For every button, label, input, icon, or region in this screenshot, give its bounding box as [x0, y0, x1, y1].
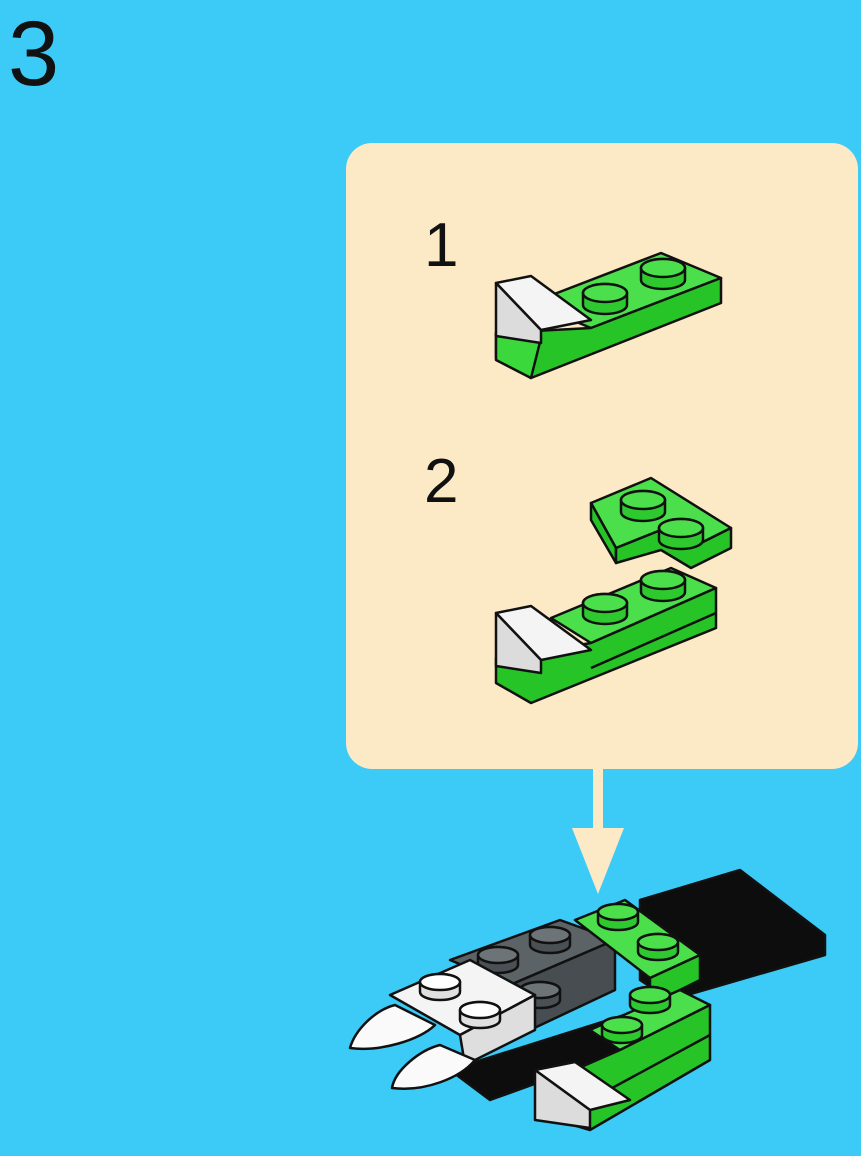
stud	[583, 284, 627, 314]
stud	[598, 904, 638, 930]
stud	[638, 934, 678, 960]
stud	[420, 974, 460, 1000]
stud	[641, 571, 685, 601]
final-assembly-illustration	[340, 860, 840, 1156]
stud	[621, 491, 665, 521]
step-number: 3	[8, 8, 59, 100]
sub-assembly-callout: 1 2	[346, 143, 858, 769]
substep-1-number: 1	[424, 215, 458, 277]
stud	[460, 1002, 500, 1028]
stud	[602, 1017, 642, 1043]
stud	[530, 927, 570, 953]
stud	[630, 987, 670, 1013]
stud	[659, 519, 703, 549]
stud	[583, 594, 627, 624]
substep-2-illustration	[491, 468, 751, 728]
stud	[641, 259, 685, 289]
substep-2-number: 2	[424, 451, 458, 513]
substep-1-illustration	[491, 248, 731, 388]
